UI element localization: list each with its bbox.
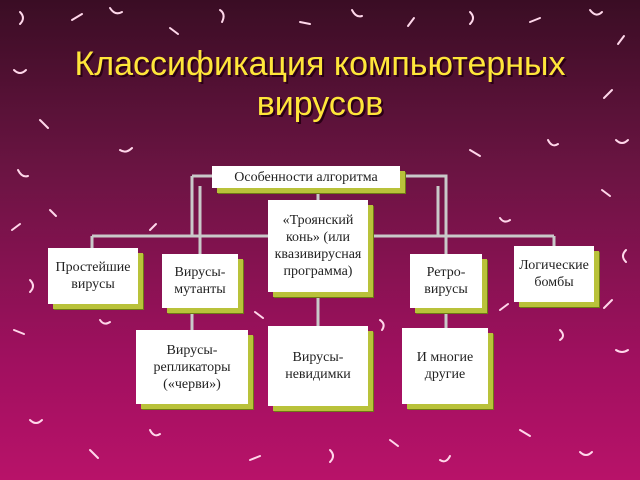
connector-outer	[190, 174, 448, 236]
replicator-viruses-label: Вирусы- репликаторы («черви»)	[153, 342, 231, 392]
simple-viruses-label: Простейшие вирусы	[55, 260, 131, 292]
root-node-label: Особенности алгоритма	[234, 169, 378, 185]
mutant-viruses-node: Вирусы- мутанты	[162, 254, 238, 308]
retro-viruses-label: Ретро- вирусы	[424, 265, 468, 297]
title-line-2: вирусов	[256, 85, 384, 123]
title-line-1: Классификация компьютерных	[74, 45, 566, 83]
page-title: Классификация компьютерных вирусов	[0, 44, 640, 124]
mutant-viruses-label: Вирусы- мутанты	[174, 265, 226, 297]
root-node: Особенности алгоритма	[212, 166, 400, 188]
trojan-node-label: «Троянский конь» (или квазивирусная прог…	[274, 213, 362, 279]
invisible-viruses-node: Вирусы- невидимки	[268, 326, 368, 406]
trojan-node: «Троянский конь» (или квазивирусная прог…	[268, 200, 368, 292]
invisible-viruses-label: Вирусы- невидимки	[285, 350, 351, 382]
replicator-viruses-node: Вирусы- репликаторы («черви»)	[136, 330, 248, 404]
others-node: И многие другие	[402, 328, 488, 404]
logic-bombs-node: Логические бомбы	[514, 246, 594, 302]
others-label: И многие другие	[416, 350, 474, 382]
logic-bombs-label: Логические бомбы	[519, 258, 589, 290]
simple-viruses-node: Простейшие вирусы	[48, 248, 138, 304]
retro-viruses-node: Ретро- вирусы	[410, 254, 482, 308]
